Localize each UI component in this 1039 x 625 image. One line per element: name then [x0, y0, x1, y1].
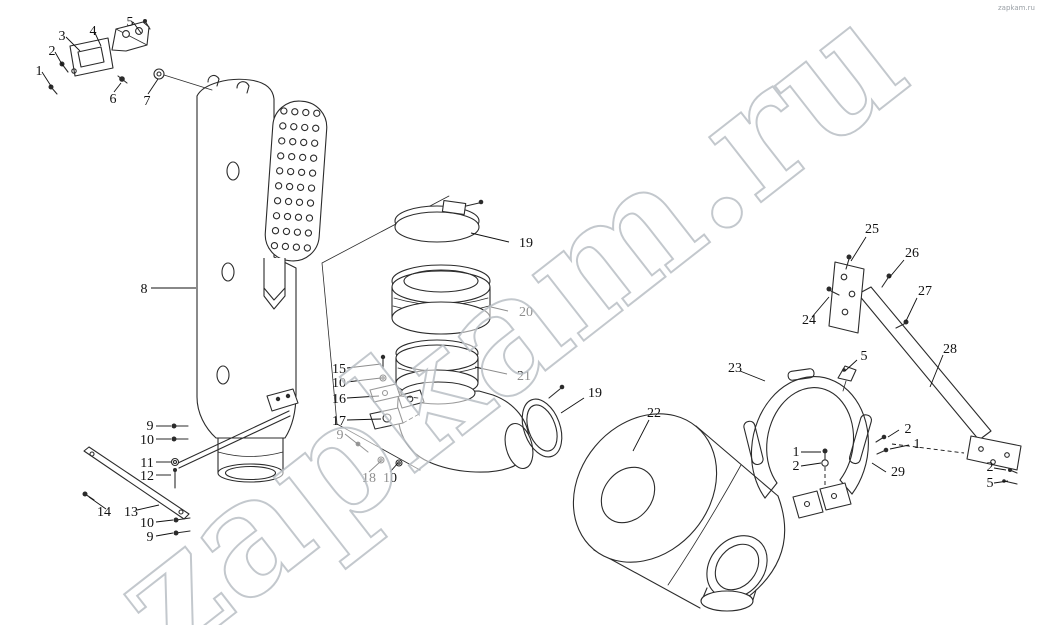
part-label-27: 27 — [918, 284, 932, 299]
part-label-21: 21 — [517, 369, 531, 384]
elbow-fasteners — [355, 354, 422, 467]
support-bracket — [826, 254, 1022, 485]
part-label-12: 12 — [140, 469, 154, 484]
part-label-18: 18 — [362, 471, 376, 486]
part-label-8: 8 — [141, 282, 148, 297]
part-label-9b: 9 — [147, 419, 154, 434]
part-label-2d: 2 — [987, 460, 994, 475]
elbow-pipe — [397, 381, 534, 473]
watermark-corner-text: zapkam.ru — [998, 4, 1035, 12]
part-label-28: 28 — [943, 342, 957, 357]
perforated-panel — [264, 100, 328, 262]
air-cleaner — [572, 413, 786, 612]
leader-lines — [41, 21, 1009, 537]
part-label-22: 22 — [647, 406, 661, 421]
part-label-7: 7 — [144, 94, 151, 109]
part-label-13: 13 — [124, 505, 138, 520]
part-label-1a: 1 — [36, 64, 43, 79]
part-label-1b: 1 — [914, 437, 921, 452]
part-labels: 5 3 4 2 1 6 7 8 19 20 21 15 10 16 17 9 1… — [36, 15, 994, 545]
top-bracket-assembly — [48, 19, 213, 95]
part-label-11: 11 — [140, 456, 153, 471]
part-label-5c: 5 — [987, 476, 994, 491]
lower-brace-assembly — [82, 388, 299, 536]
part-label-23: 23 — [728, 361, 742, 376]
part-label-29: 29 — [891, 465, 905, 480]
part-label-25: 25 — [865, 222, 879, 237]
muffler — [196, 74, 328, 483]
hose-clamp-top — [394, 199, 484, 243]
clamp-band — [743, 365, 873, 519]
part-label-19a: 19 — [519, 236, 533, 251]
part-label-6: 6 — [110, 92, 117, 107]
part-label-14: 14 — [97, 505, 111, 520]
part-label-15: 15 — [332, 362, 346, 377]
part-label-2b: 2 — [905, 422, 912, 437]
part-label-26: 26 — [905, 246, 919, 261]
part-label-5a: 5 — [127, 15, 134, 30]
part-label-10b: 10 — [383, 471, 397, 486]
part-label-16: 16 — [332, 392, 346, 407]
part-label-2a: 2 — [49, 44, 56, 59]
part-label-9c: 9 — [147, 530, 154, 545]
part-label-19b: 19 — [588, 386, 602, 401]
part-label-4: 4 — [90, 24, 97, 39]
part-label-10d: 10 — [140, 516, 154, 531]
part-label-20: 20 — [519, 305, 533, 320]
part-label-9a: 9 — [337, 428, 344, 443]
part-label-1c: 1 — [793, 445, 800, 460]
intake-stack — [391, 199, 565, 473]
part-label-10a: 10 — [332, 376, 346, 391]
part-label-5b: 5 — [861, 349, 868, 364]
part-label-3: 3 — [59, 29, 66, 44]
part-label-2c: 2 — [793, 459, 800, 474]
part-label-10c: 10 — [140, 433, 154, 448]
rubber-sleeve-20 — [391, 264, 491, 335]
part-label-17: 17 — [332, 414, 346, 429]
hose-clamp-lower — [521, 384, 565, 458]
part-label-24: 24 — [802, 313, 816, 328]
